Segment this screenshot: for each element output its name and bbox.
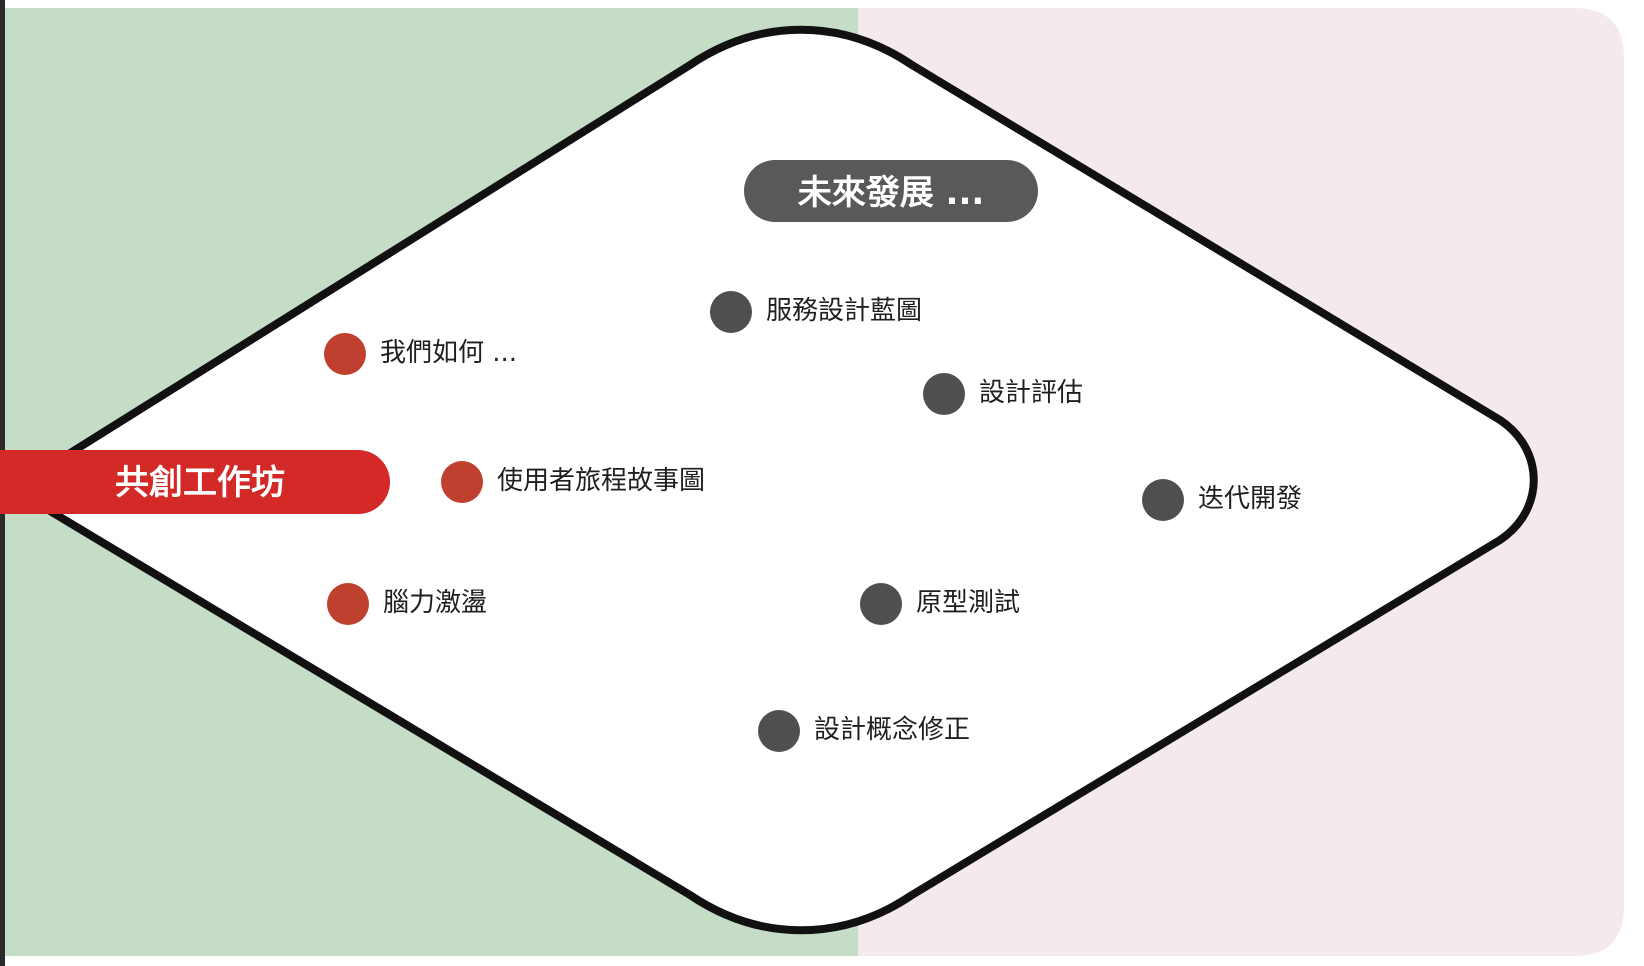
workshop-node: 我們如何 ... [324,333,517,375]
node-label: 設計概念修正 [814,715,970,745]
workshop-node: 使用者旅程故事圖 [441,461,705,503]
development-node: 服務設計藍圖 [710,291,922,333]
workshop-title: 共創工作坊 [115,463,285,503]
node-label: 原型測試 [916,588,1020,618]
node-label: 使用者旅程故事圖 [497,466,705,496]
future-title: 未來發展 ... [798,173,985,213]
gray-dot-icon [860,583,902,625]
gray-dot-icon [1142,479,1184,521]
workshop-pill [0,450,390,514]
development-node: 原型測試 [860,583,1020,625]
node-label: 服務設計藍圖 [766,296,922,326]
workshop-node: 腦力激盪 [327,583,487,625]
future-pill [744,160,1038,222]
red-dot-icon [327,583,369,625]
red-dot-icon [441,461,483,503]
gray-dot-icon [710,291,752,333]
diamond-shape [36,25,1538,935]
development-node: 迭代開發 [1142,479,1302,521]
node-label: 腦力激盪 [383,588,487,618]
node-label: 我們如何 ... [380,338,517,368]
gray-dot-icon [923,373,965,415]
red-dot-icon [324,333,366,375]
node-label: 迭代開發 [1198,484,1302,514]
node-label: 設計評估 [979,378,1083,408]
development-node: 設計評估 [923,373,1083,415]
gray-dot-icon [758,710,800,752]
development-node: 設計概念修正 [758,710,970,752]
